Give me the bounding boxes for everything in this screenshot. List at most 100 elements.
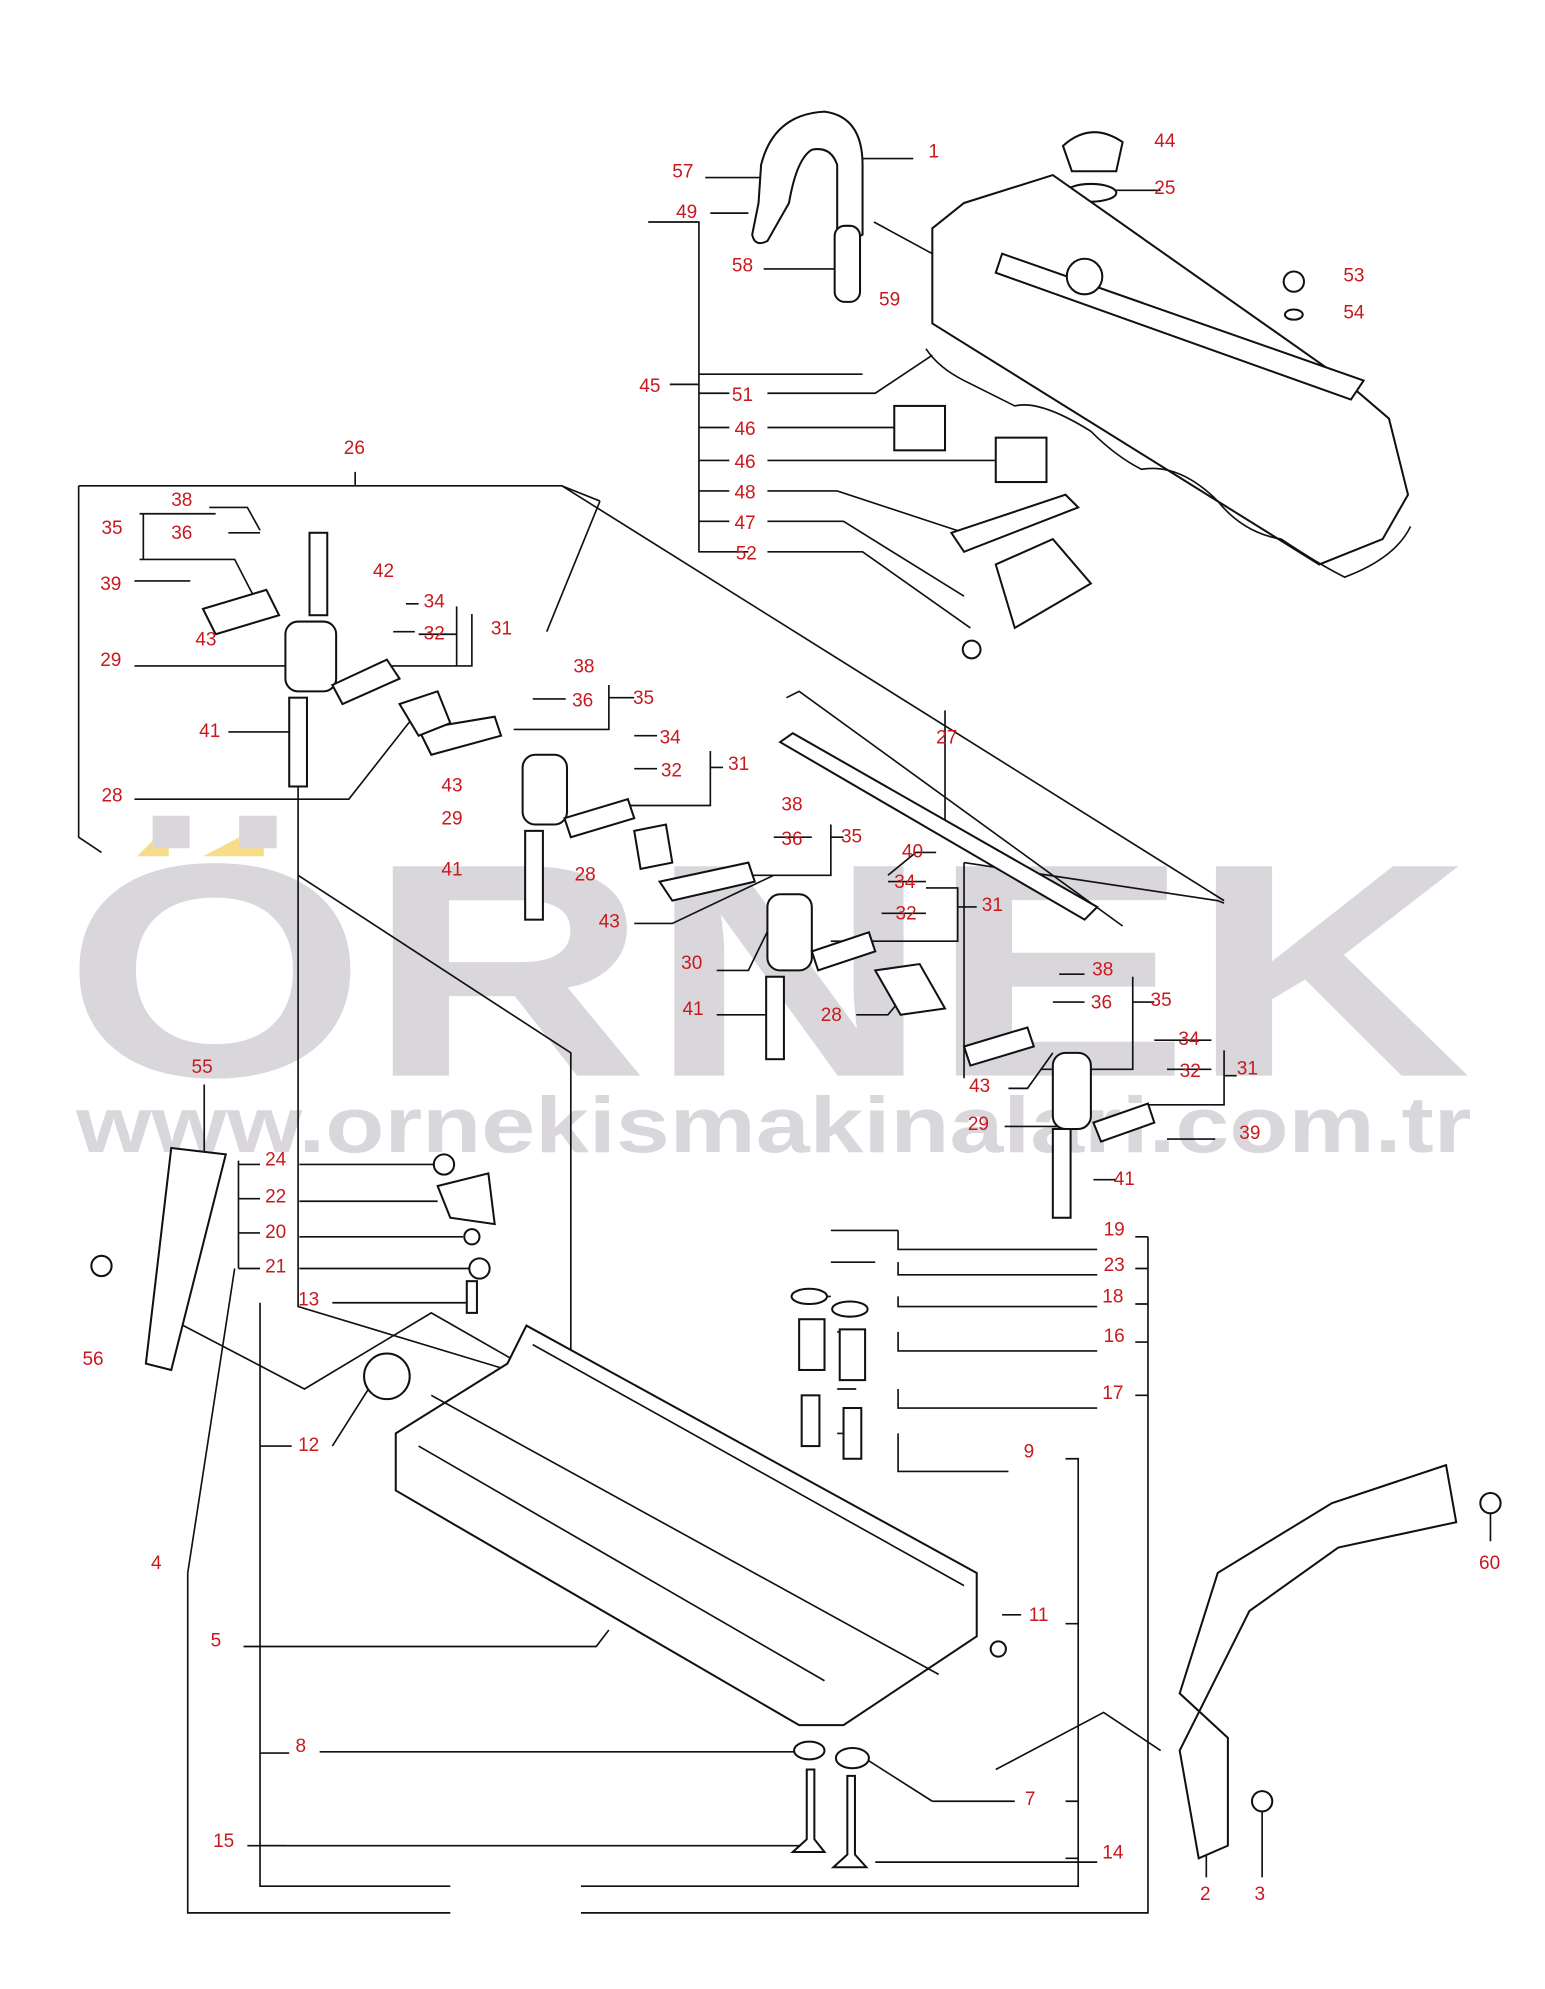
callout-54: 54 [1343,302,1365,323]
spring [398,690,452,737]
callout-16: 16 [1104,1326,1125,1347]
callout-36: 36 [171,523,192,544]
filler-hole [1065,257,1104,296]
callout-41: 41 [682,999,703,1020]
rocker-shaft [778,731,1099,921]
callout-13: 13 [298,1289,319,1310]
callout-7: 7 [1025,1789,1036,1810]
plate [949,493,1081,554]
callout-42: 42 [373,561,394,582]
callout-28: 28 [575,864,596,885]
callout-35: 35 [1151,990,1172,1011]
callout-38: 38 [1092,959,1113,980]
valve-guide [842,1407,863,1460]
valve [790,1768,827,1854]
callout-52: 52 [736,543,757,564]
watermark-url: www.ornekismakinalari.com.tr [75,1081,1472,1169]
callout-34: 34 [1178,1029,1200,1050]
callout-29: 29 [100,650,121,671]
callout-38: 38 [573,656,594,677]
plug-11 [989,1640,1007,1658]
callout-41: 41 [441,859,462,880]
nut [432,1153,456,1176]
callout-43: 43 [599,911,620,932]
watermark-accent-left [136,824,169,857]
rocker-support [284,620,338,693]
callout-34: 34 [894,872,916,893]
callout-41: 41 [199,721,220,742]
callout-32: 32 [424,623,445,644]
callout-46: 46 [734,419,755,440]
callout-55: 55 [192,1057,213,1078]
callout-1: 1 [929,141,940,162]
callout-9: 9 [1024,1441,1035,1462]
callout-36: 36 [1091,992,1112,1013]
callout-31: 31 [982,895,1003,916]
callout-46: 46 [734,452,755,473]
callout-32: 32 [1180,1061,1201,1082]
spring [873,962,947,1016]
callout-34: 34 [660,727,682,748]
callout-20: 20 [265,1222,286,1243]
valve-cover [931,173,1410,566]
callout-56: 56 [82,1349,103,1370]
rocker-support [1051,1051,1092,1130]
callout-43: 43 [195,630,216,651]
callout-39: 39 [100,574,121,595]
bracket-55 [144,1146,228,1372]
callout-31: 31 [1237,1058,1258,1079]
callout-2: 2 [1200,1884,1211,1905]
watermark-accent-right [202,824,264,857]
rocker-support [521,753,569,826]
callout-36: 36 [572,691,593,712]
callout-38: 38 [171,490,192,511]
callout-47: 47 [734,513,755,534]
rocker-arm [962,1026,1036,1067]
rocker-arm [330,658,402,706]
oil-filler-cap [1061,131,1124,173]
callout-43: 43 [969,1076,990,1097]
retainer [831,1300,869,1318]
bracket-2 [1178,1463,1458,1860]
callout-49: 49 [676,202,697,223]
callout-8: 8 [296,1736,307,1757]
stud [524,829,544,921]
callout-28: 28 [101,786,122,807]
stud [765,975,785,1061]
rocker-arm [810,931,877,972]
callout-17: 17 [1102,1383,1123,1404]
callout-45: 45 [639,376,660,397]
callout-34: 34 [424,592,446,613]
callout-43: 43 [441,776,462,797]
bolt [1282,270,1306,293]
bolt-56 [90,1254,113,1278]
stud-small [465,1280,478,1314]
washer [1283,308,1304,321]
callout-44: 44 [1154,131,1176,152]
baffle [893,404,947,452]
bolt [961,639,982,660]
callout-15: 15 [213,1831,234,1852]
rocker-support [766,893,813,972]
callout-53: 53 [1343,266,1364,287]
bridge [436,1172,496,1226]
valve-cover-gasket [925,348,1412,579]
callout-48: 48 [734,483,755,504]
hose-clamp [833,224,862,303]
callout-31: 31 [491,618,512,639]
callout-36: 36 [781,829,802,850]
callout-29: 29 [968,1114,989,1135]
valve-spring [798,1318,826,1371]
callout-3: 3 [1255,1884,1266,1905]
callout-12: 12 [298,1435,319,1456]
valve [830,1774,869,1869]
callout-23: 23 [1104,1255,1125,1276]
breather-hose [751,110,864,250]
bolt-60 [1479,1491,1502,1515]
callout-32: 32 [896,904,917,925]
callout-58: 58 [732,255,753,276]
baffle [994,436,1048,484]
callout-51: 51 [732,385,753,406]
